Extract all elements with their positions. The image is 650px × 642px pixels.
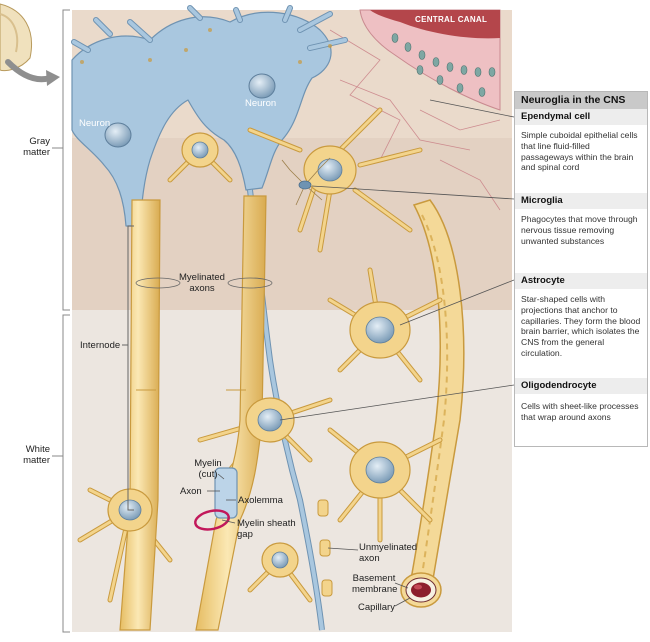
myelin-sheath-gap-label: Myelin sheath gap xyxy=(237,518,296,540)
central-canal-label: CENTRAL CANAL xyxy=(415,15,488,24)
axolemma-label: Axolemma xyxy=(238,495,283,506)
internode-label: Internode xyxy=(80,340,121,351)
neuron-label-center: Neuron xyxy=(245,98,277,109)
myelin-sheath-gap-highlight xyxy=(194,509,230,531)
neuron-nucleus xyxy=(104,122,132,148)
unmyelinated-axon xyxy=(317,499,333,597)
leader-lines xyxy=(207,99,515,607)
section-microglia-heading: Microglia xyxy=(515,193,647,209)
section-microglia-description: Phagocytes that move through nervous tis… xyxy=(521,214,638,246)
region-brackets xyxy=(52,9,70,633)
white-matter-label: White matter xyxy=(23,444,50,466)
spinal-cord-section xyxy=(0,3,32,72)
neuroglia-info-panel: Neuroglia in the CNS Ependymal cell Simp… xyxy=(514,91,648,447)
neuron-nucleus xyxy=(248,73,276,99)
microglia-cell xyxy=(281,157,331,206)
section-oligodendrocyte-heading: Oligodendrocyte xyxy=(515,378,647,394)
internode-bracket xyxy=(127,225,134,511)
section-astrocyte-heading: Astrocyte xyxy=(515,273,647,289)
capillary xyxy=(400,199,465,608)
basement-membrane-label: Basement membrane xyxy=(352,573,398,595)
section-astrocyte-description: Star-shaped cells with projections that … xyxy=(521,294,641,358)
central-canal xyxy=(329,9,501,211)
gray-matter-label: Gray matter xyxy=(23,136,50,158)
arrow-icon xyxy=(5,59,53,83)
capillary-label: Capillary xyxy=(358,602,395,613)
myelin-cut-label: Myelin (cut) xyxy=(194,458,222,480)
neuron-label-left: Neuron xyxy=(79,118,111,129)
panel-title: Neuroglia in the CNS xyxy=(515,92,647,109)
section-oligodendrocyte-description: Cells with sheet-like processes that wra… xyxy=(521,401,639,422)
section-ependymal-cell-description: Simple cuboidal epithelial cells that li… xyxy=(521,130,638,173)
myelinated-axons-label: Myelinated axons xyxy=(179,272,225,294)
section-ependymal-cell-heading: Ependymal cell xyxy=(515,109,647,125)
axon-label: Axon xyxy=(180,486,202,497)
unmyelinated-axon-label: Unmyelinated axon xyxy=(359,542,418,564)
